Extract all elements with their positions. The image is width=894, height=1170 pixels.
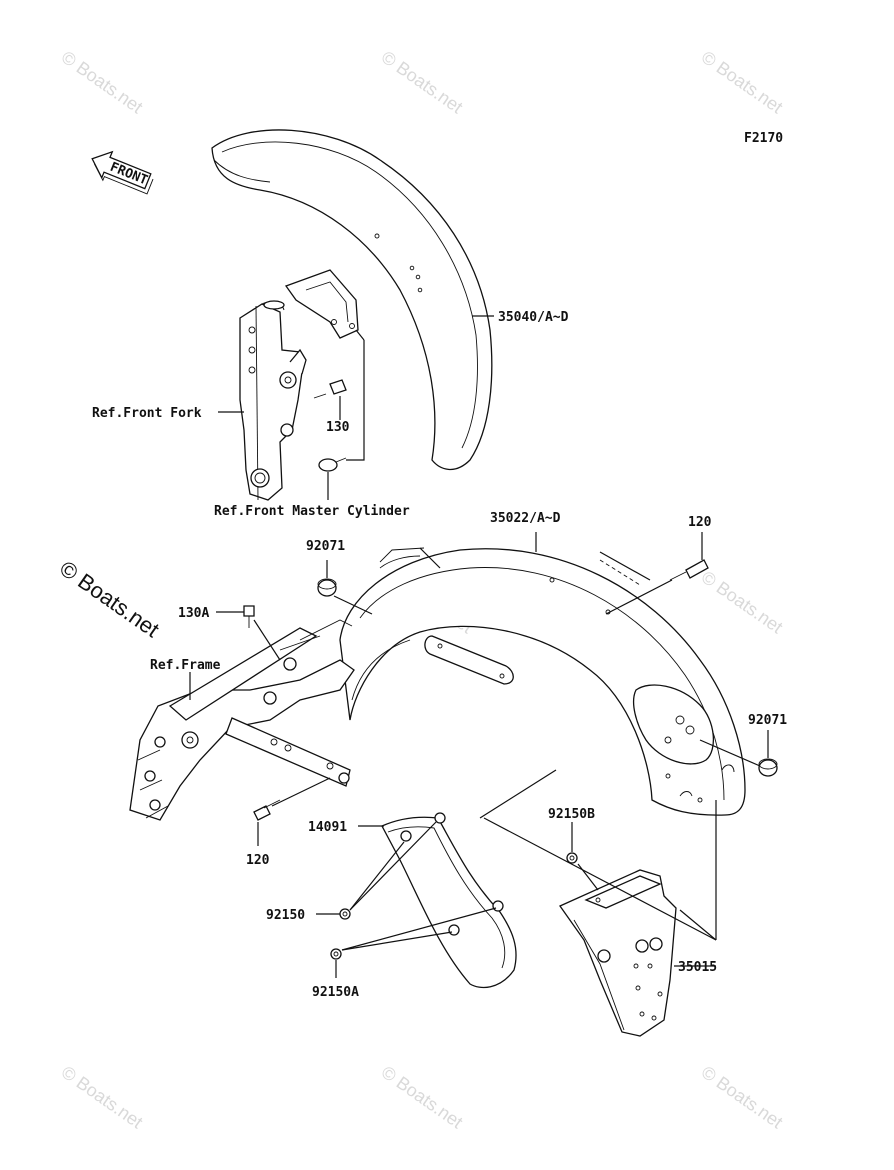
leader-lines [189,315,769,978]
diagram-code: F2170 [744,131,783,146]
rear-fender [339,547,746,816]
front-fender [211,129,493,471]
label-92150a: 92150A [312,985,359,1000]
watermark-mid-right: © Boats.net [698,567,787,637]
label-14091: 14091 [308,820,347,835]
label-92150b: 92150B [548,807,595,822]
label-35040: 35040/A~D [498,310,569,325]
bolt-130 [313,379,347,399]
label-130a: 130A [178,606,209,621]
label-ref-frame: Ref.Frame [150,658,221,673]
frame [129,619,355,821]
bolt-120-bottom [253,799,281,821]
grommet-92071-right [758,758,778,777]
label-92071-left: 92071 [306,539,345,554]
watermark-top-center: © Boats.net [378,47,467,117]
bolt-92150a [330,948,342,960]
watermark-bottom-center: © Boats.net [378,1062,467,1132]
front-fork [239,300,307,501]
bolt-130a [243,605,255,628]
label-ref-front-fork: Ref.Front Fork [92,406,202,421]
watermark-large: © Boats.net [55,556,164,643]
callout-labels: 35040/A~D 130 Ref.Front Fork Ref.Front M… [92,310,787,1000]
label-130: 130 [326,420,350,435]
label-92150: 92150 [266,908,305,923]
bolt-92150b [566,852,578,864]
bolt-92150 [339,908,351,920]
watermark-bottom-left: © Boats.net [58,1062,147,1132]
watermark-bottom-right: © Boats.net [698,1062,787,1132]
front-arrow: FRONT [91,150,154,195]
label-ref-front-master-cylinder: Ref.Front Master Cylinder [214,504,410,519]
master-cylinder-clamp [318,457,347,472]
front-arrow-label: FRONT [108,160,150,189]
label-120-bottom: 120 [246,853,270,868]
license-bracket [559,869,677,1037]
label-35015: 35015 [678,960,717,975]
label-120-top: 120 [688,515,712,530]
label-35022: 35022/A~D [490,511,561,526]
watermark-top-left: © Boats.net [58,47,147,117]
mud-flap [381,812,517,989]
label-92071-right: 92071 [748,713,787,728]
grommet-92071-left [317,578,337,597]
watermark-top-right: © Boats.net [698,47,787,117]
bolt-120-top [669,559,709,581]
